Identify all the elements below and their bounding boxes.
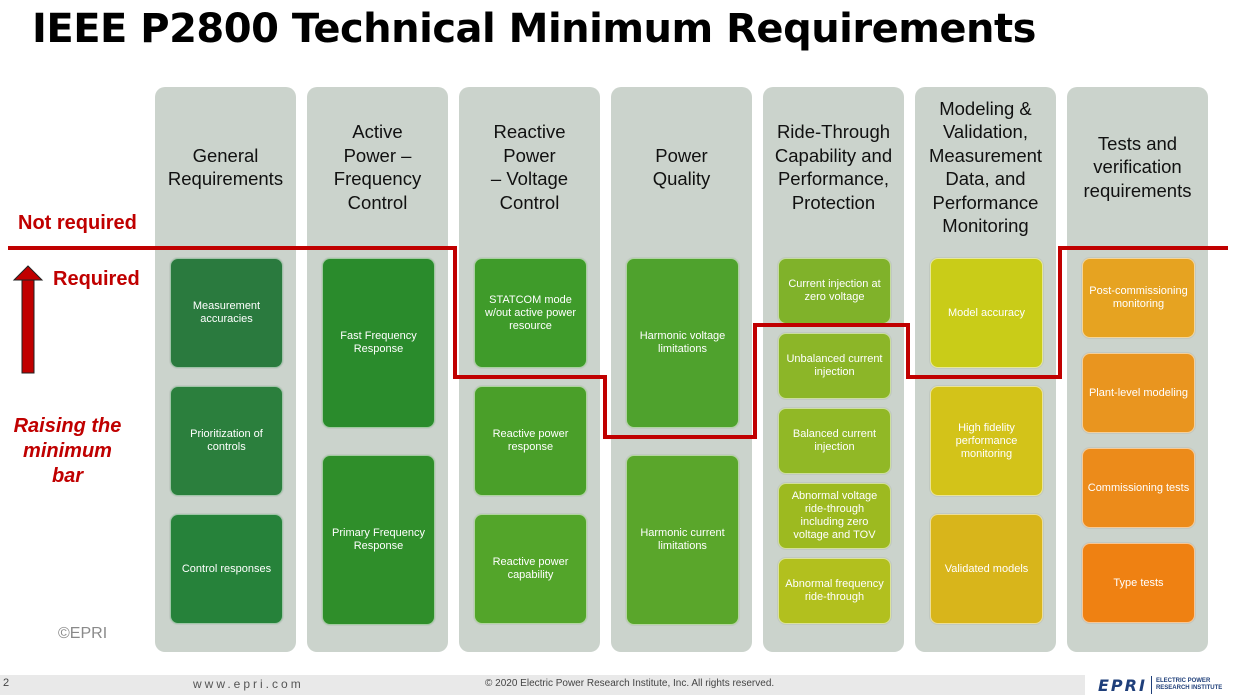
requirement-item: Harmonic voltage limitations	[626, 258, 739, 428]
column-header: Tests and verification requirements	[1083, 132, 1192, 201]
requirement-item: Prioritization of controls	[170, 386, 283, 496]
column-header: General Requirements	[167, 144, 284, 190]
requirement-item: Abnormal voltage ride-through including …	[778, 483, 891, 549]
requirement-item: Control responses	[170, 514, 283, 624]
epri-logo-tagline: ELECTRIC POWER RESEARCH INSTITUTE	[1155, 678, 1223, 691]
requirement-item: Harmonic current limitations	[626, 455, 739, 625]
required-label: Required	[53, 268, 140, 290]
raising-arrow	[12, 265, 44, 374]
raising-bar-label: Raising the minimum bar	[13, 415, 122, 487]
requirement-threshold-line	[8, 246, 1228, 439]
requirement-item: Commissioning tests	[1082, 448, 1195, 528]
requirement-item: Reactive power response	[474, 386, 587, 496]
requirement-item: Reactive power capability	[474, 514, 587, 624]
requirement-item: Validated models	[930, 514, 1043, 624]
footer-copyright: © 2020 Electric Power Research Institute…	[485, 678, 775, 689]
requirement-item: Model accuracy	[930, 258, 1043, 368]
epri-logo: EPRI ELECTRIC POWER RESEARCH INSTITUTE	[1098, 675, 1223, 695]
page-title: IEEE P2800 Technical Minimum Requirement…	[32, 6, 1036, 52]
column-header: Modeling & Validation, Measurement Data,…	[928, 97, 1043, 237]
footer-bar: 2 www.epri.com © 2020 Electric Power Res…	[0, 675, 1085, 695]
column-header: Reactive Power – Voltage Control	[490, 121, 569, 213]
not-required-label: Not required	[18, 212, 137, 234]
requirement-item: Unbalanced current injection	[778, 333, 891, 399]
requirement-item: High fidelity performance monitoring	[930, 386, 1043, 496]
requirement-item: STATCOM mode w/out active power resource	[474, 258, 587, 368]
epri-watermark: ©EPRI	[58, 625, 108, 642]
requirement-item: Balanced current injection	[778, 408, 891, 474]
requirement-item: Plant-level modeling	[1082, 353, 1195, 433]
column-header: Power Quality	[652, 144, 711, 190]
requirement-item: Primary Frequency Response	[322, 455, 435, 625]
footer-url[interactable]: www.epri.com	[193, 677, 304, 691]
requirement-item: Type tests	[1082, 543, 1195, 623]
requirement-item: Fast Frequency Response	[322, 258, 435, 428]
requirement-item: Abnormal frequency ride-through	[778, 558, 891, 624]
epri-logo-text: EPRI	[1098, 675, 1147, 695]
column-header: Ride-Through Capability and Performance,…	[774, 121, 893, 213]
requirement-item: Current injection at zero voltage	[778, 258, 891, 324]
column-header: Active Power – Frequency Control	[333, 121, 422, 213]
page-number: 2	[3, 677, 10, 689]
requirement-item: Post-commissioning monitoring	[1082, 258, 1195, 338]
requirement-item: Measurement accuracies	[170, 258, 283, 368]
